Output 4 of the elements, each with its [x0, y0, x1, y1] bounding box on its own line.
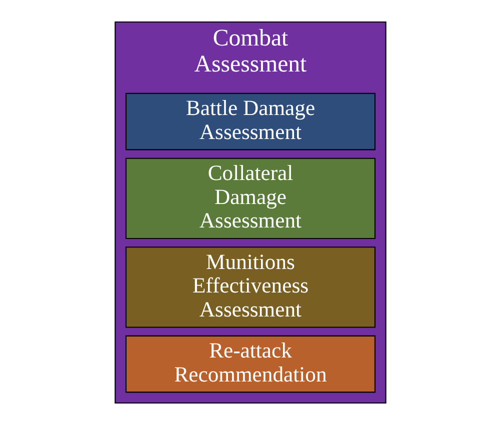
node-box: Collateral Damage Assessment — [124, 157, 376, 239]
node-box: Munitions Effectiveness Assessment — [124, 246, 376, 328]
node-box: Battle Damage Assessment — [124, 92, 376, 150]
node-box: Re-attack Recommendation — [124, 334, 376, 392]
